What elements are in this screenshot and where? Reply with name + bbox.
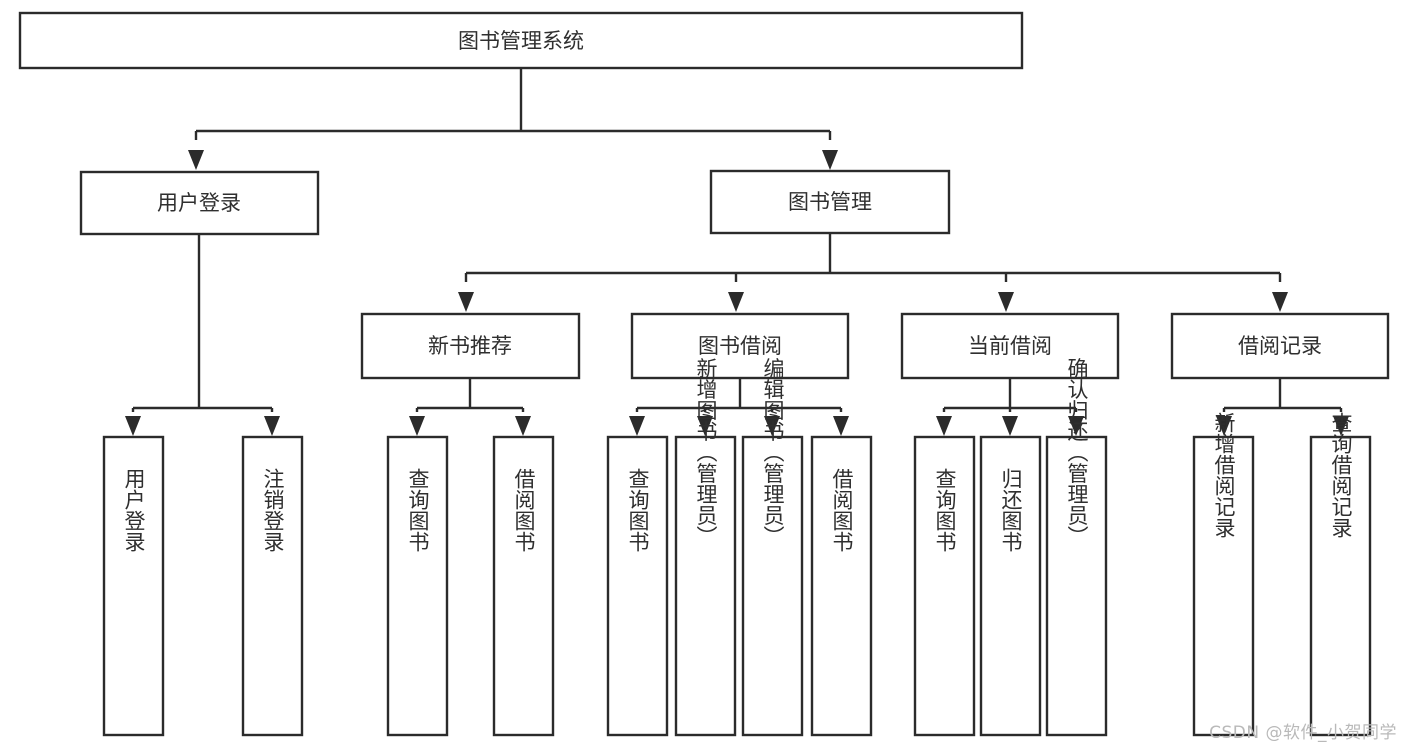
leaf-borrow-book-1-label: 借阅图书 [512, 468, 536, 552]
node-book-borrow[interactable]: 图书借阅 [630, 312, 850, 380]
leaf-user-login-label: 用户登录 [122, 468, 146, 552]
node-user-login[interactable]: 用户登录 [79, 170, 320, 236]
connector-newbook-to-leaves [409, 378, 531, 436]
connector-root-to-level2 [188, 68, 838, 170]
leaf-add-book[interactable]: 新增图书（管理员） [674, 358, 737, 737]
node-borrow-record-label: 借阅记录 [1238, 334, 1322, 358]
node-root-label: 图书管理系统 [458, 29, 584, 53]
leaf-user-logout-label: 注销登录 [261, 468, 285, 552]
connector-bookmgmt-to-level3 [458, 233, 1288, 312]
leaf-query-record-label: 查询借阅记录 [1329, 412, 1353, 538]
leaf-edit-book[interactable]: 编辑图书（管理员） [741, 358, 804, 737]
leaf-borrow-book-1[interactable]: 借阅图书 [492, 435, 555, 737]
leaf-add-record-label: 新增借阅记录 [1212, 412, 1236, 538]
connector-borrowrecord-to-leaves [1216, 378, 1349, 436]
leaf-return-book[interactable]: 归还图书 [979, 435, 1042, 737]
leaf-query-book-3-label: 查询图书 [933, 468, 957, 552]
leaf-confirm-return-label: 确认归还（管理员） [1065, 358, 1089, 547]
leaf-query-record[interactable]: 查询借阅记录 [1309, 412, 1372, 737]
leaf-add-book-label: 新增图书（管理员） [694, 358, 718, 547]
node-new-book-recommend[interactable]: 新书推荐 [360, 312, 581, 380]
node-book-borrow-label: 图书借阅 [698, 334, 782, 358]
csdn-watermark: CSDN @软件_小贺同学 [1209, 723, 1397, 743]
leaf-query-book-2[interactable]: 查询图书 [606, 435, 669, 737]
connector-bookborrow-to-leaves [629, 378, 849, 436]
node-new-book-recommend-label: 新书推荐 [428, 334, 512, 358]
leaf-add-record[interactable]: 新增借阅记录 [1192, 412, 1255, 737]
node-user-login-label: 用户登录 [157, 191, 241, 215]
leaf-borrow-book-2[interactable]: 借阅图书 [810, 435, 873, 737]
node-borrow-record[interactable]: 借阅记录 [1170, 312, 1390, 380]
leaf-query-book-2-label: 查询图书 [626, 468, 650, 552]
leaf-user-login[interactable]: 用户登录 [102, 435, 165, 737]
node-root[interactable]: 图书管理系统 [18, 11, 1024, 70]
leaf-user-logout[interactable]: 注销登录 [241, 435, 304, 737]
connector-userlogin-to-leaves [125, 234, 280, 436]
connector-currentborrow-to-leaves [936, 378, 1084, 436]
node-current-borrow-label: 当前借阅 [968, 334, 1052, 358]
leaf-edit-book-label: 编辑图书（管理员） [761, 358, 785, 547]
node-book-management[interactable]: 图书管理 [709, 169, 951, 235]
leaf-query-book-3[interactable]: 查询图书 [913, 435, 976, 737]
leaf-borrow-book-2-label: 借阅图书 [830, 468, 854, 552]
node-book-management-label: 图书管理 [788, 190, 872, 214]
leaf-confirm-return[interactable]: 确认归还（管理员） [1045, 358, 1108, 737]
node-current-borrow[interactable]: 当前借阅 [900, 312, 1120, 380]
leaf-query-book-1[interactable]: 查询图书 [386, 435, 449, 737]
leaf-return-book-label: 归还图书 [999, 468, 1023, 552]
leaf-query-book-1-label: 查询图书 [406, 468, 430, 552]
